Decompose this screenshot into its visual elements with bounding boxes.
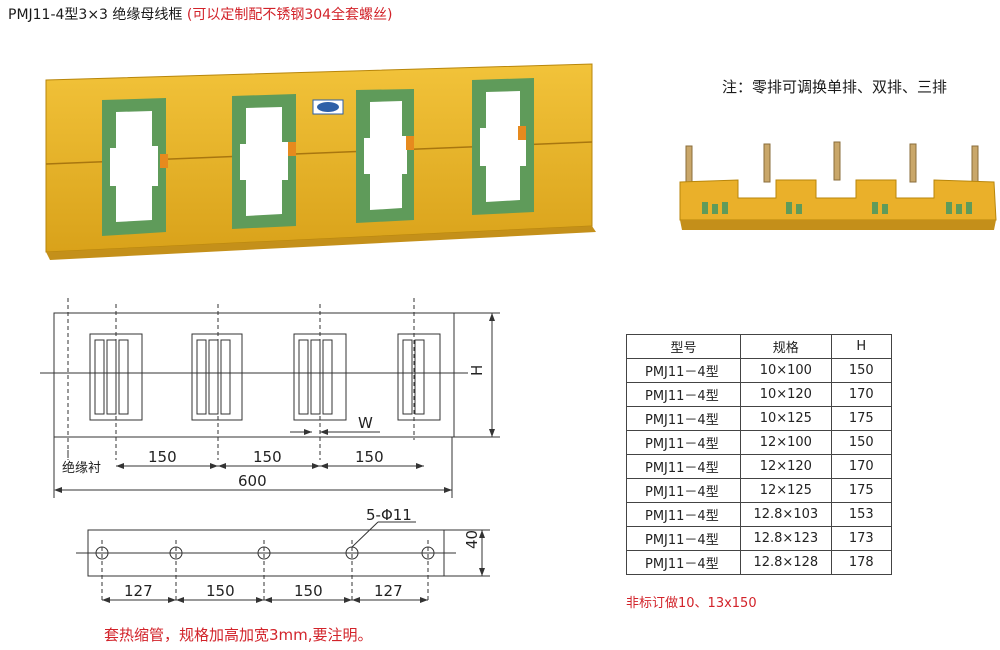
cell-model: PMJ11－4型 xyxy=(625,478,742,503)
page-title: PMJ11-4型3×3 绝缘母线框 (可以定制配不锈钢304全套螺丝) xyxy=(8,4,393,24)
cell-spec: 12.8×103 xyxy=(740,502,832,527)
col-header-h: H xyxy=(830,334,893,359)
window-2 xyxy=(232,94,296,229)
cell-h: 178 xyxy=(830,550,893,575)
dim-bottom-1: 127 xyxy=(124,582,153,600)
title-main: PMJ11-4型3×3 绝缘母线框 xyxy=(8,7,183,23)
cell-model: PMJ11－4型 xyxy=(625,550,742,575)
cell-model: PMJ11－4型 xyxy=(625,382,742,407)
dim-top-1: 150 xyxy=(148,448,177,466)
frame-outline xyxy=(53,312,455,438)
cell-h: 150 xyxy=(830,358,893,383)
dim-bottom-4: 127 xyxy=(374,582,403,600)
nonstandard-note: 非标订做10、13x150 xyxy=(626,596,757,611)
cell-h: 175 xyxy=(830,406,893,431)
window-1 xyxy=(102,98,166,236)
cell-h: 170 xyxy=(830,454,893,479)
cell-model: PMJ11－4型 xyxy=(625,358,742,383)
liner-label: 绝缘衬 xyxy=(62,460,101,476)
cell-model: PMJ11－4型 xyxy=(625,430,742,455)
dim-top-3: 150 xyxy=(355,448,384,466)
cell-model: PMJ11－4型 xyxy=(625,406,742,431)
note-busbar-options: 注：零排可调换单排、双排、三排 xyxy=(722,78,948,96)
cell-spec: 12×100 xyxy=(740,430,832,455)
dim-top-2: 150 xyxy=(253,448,282,466)
cell-spec: 12.8×128 xyxy=(740,550,832,575)
heat-shrink-note: 套热缩管，规格加高加宽3mm,要注明。 xyxy=(104,626,373,644)
holes-label: 5-Φ11 xyxy=(366,506,412,524)
title-subtitle: (可以定制配不锈钢304全套螺丝) xyxy=(186,7,393,23)
dim-total: 600 xyxy=(238,472,267,490)
col-header-model: 型号 xyxy=(625,334,742,359)
dim-w-label: W xyxy=(358,414,373,432)
cell-spec: 10×120 xyxy=(740,382,832,407)
cell-spec: 10×100 xyxy=(740,358,832,383)
dim-bottom-2: 150 xyxy=(206,582,235,600)
window-4 xyxy=(472,78,534,215)
cell-spec: 12.8×123 xyxy=(740,526,832,551)
busbar-support-photo xyxy=(679,141,997,230)
window-3 xyxy=(356,89,414,223)
dim-h-label: H xyxy=(468,365,486,376)
cell-h: 153 xyxy=(830,502,893,527)
cell-spec: 10×125 xyxy=(740,406,832,431)
cell-spec: 12×125 xyxy=(740,478,832,503)
cell-h: 150 xyxy=(830,430,893,455)
table-header-row: 型号 规格 H xyxy=(625,334,893,359)
dim-bottom-3: 150 xyxy=(294,582,323,600)
col-header-spec: 规格 xyxy=(740,334,832,359)
busbar-frame-photo xyxy=(45,63,596,260)
technical-drawing: H W 绝缘衬 150 150 150 600 xyxy=(40,298,500,603)
cell-model: PMJ11－4型 xyxy=(625,502,742,527)
cell-h: 173 xyxy=(830,526,893,551)
cell-h: 175 xyxy=(830,478,893,503)
cell-model: PMJ11－4型 xyxy=(625,454,742,479)
cell-h: 170 xyxy=(830,382,893,407)
cell-model: PMJ11－4型 xyxy=(625,526,742,551)
cell-spec: 12×120 xyxy=(740,454,832,479)
dim-height-40: 40 xyxy=(463,530,481,549)
